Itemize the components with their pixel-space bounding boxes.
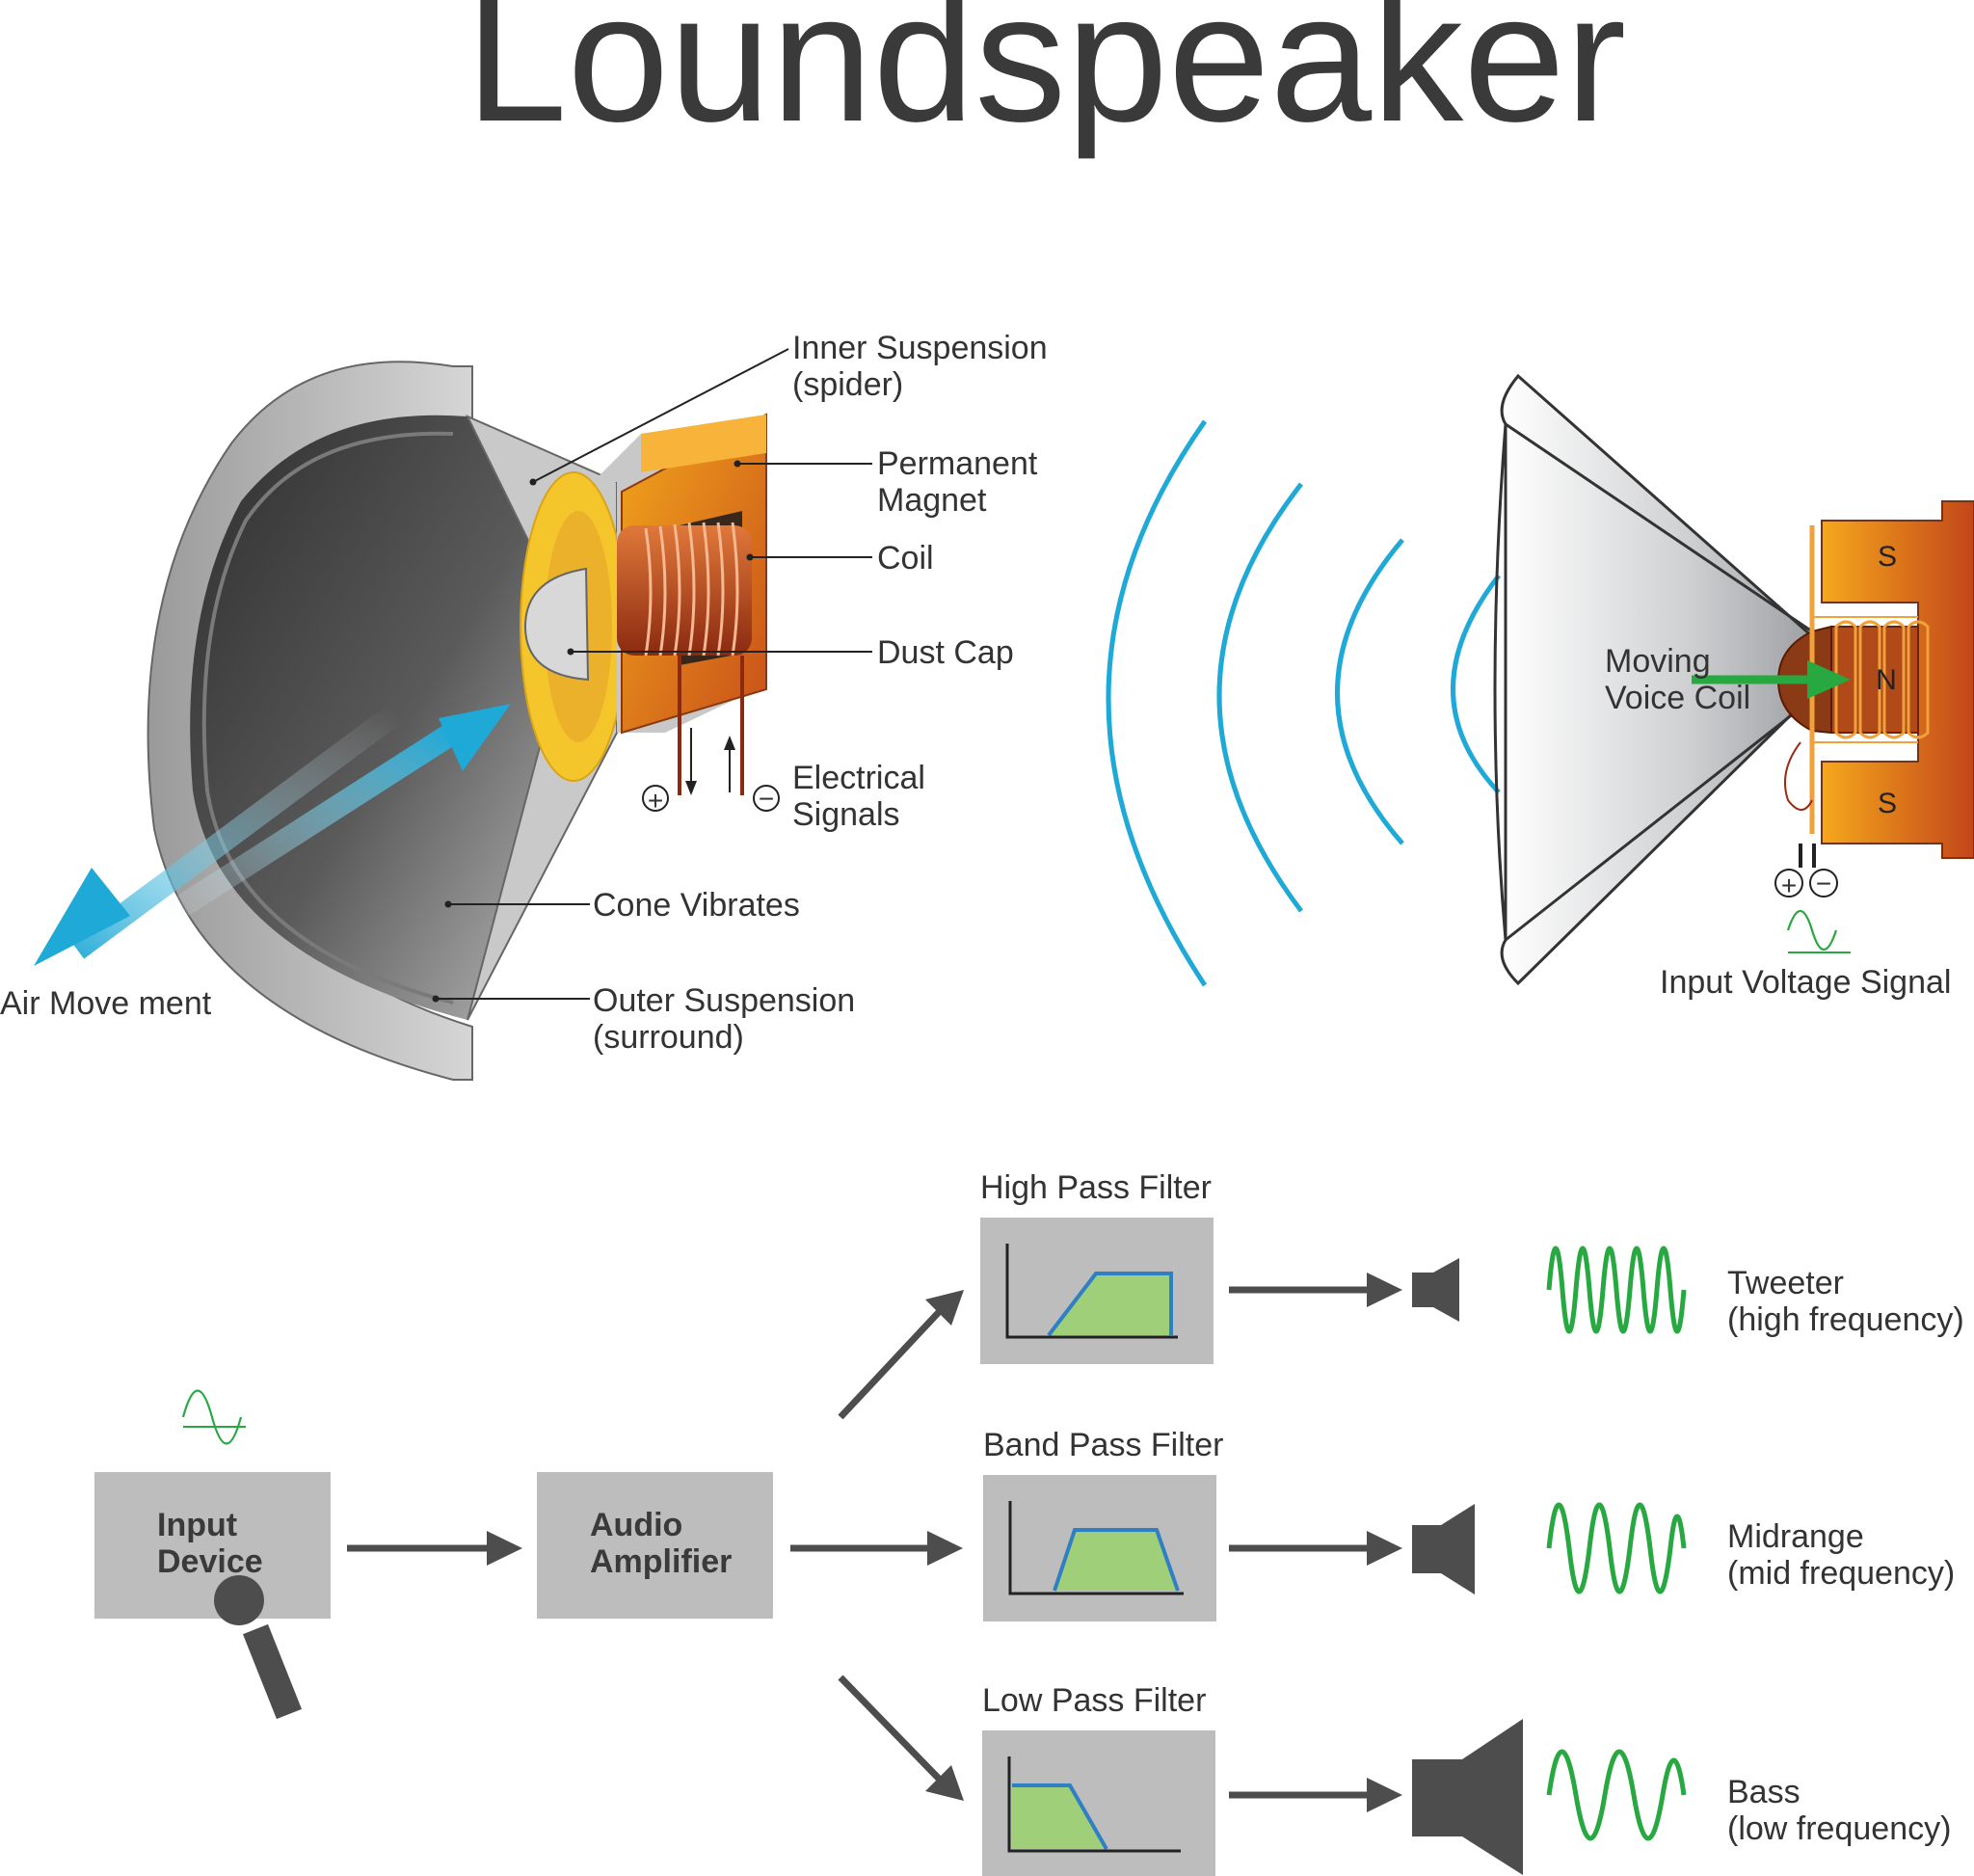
label-tweeter: Tweeter(high frequency) (1727, 1265, 1964, 1338)
low-frequency-wave-icon (1546, 1749, 1687, 1841)
label-midrange: Midrange(mid frequency) (1727, 1518, 1955, 1592)
speaker-cutaway-illustration (34, 361, 767, 1081)
input-voltage-signal-icon (1786, 910, 1851, 953)
label-input-voltage-signal: Input Voltage Signal (1660, 964, 1951, 1001)
label-inner-suspension: Inner Suspension(spider) (792, 330, 1048, 403)
input-device-box (94, 1472, 331, 1619)
callout-leaders (432, 348, 872, 1003)
label-cone-vibrates: Cone Vibrates (593, 887, 800, 924)
svg-text:−: − (759, 784, 774, 814)
label-dust-cap: Dust Cap (877, 634, 1014, 671)
input-device-signal-icon (181, 1389, 246, 1445)
label-bass: Bass(low frequency) (1727, 1774, 1951, 1847)
mid-frequency-wave-icon (1546, 1502, 1687, 1595)
high-pass-filter-box (980, 1218, 1214, 1364)
driver-cross-section (1493, 373, 1974, 986)
audio-amplifier-box (537, 1472, 773, 1619)
midrange-speaker-icon (1412, 1504, 1475, 1595)
low-pass-filter-box (982, 1730, 1215, 1876)
plus-terminal-icon: + (642, 785, 669, 816)
microphone-icon (214, 1575, 303, 1720)
sound-waves (1106, 419, 1501, 987)
tweeter-speaker-icon (1412, 1258, 1459, 1322)
driver-minus-terminal-icon: − (1809, 869, 1838, 898)
north-pole-label: N (1876, 664, 1897, 696)
svg-text:+: + (1781, 871, 1797, 900)
label-air-movement: Air Move ment (0, 985, 212, 1022)
driver-plus-terminal-icon: + (1774, 869, 1803, 900)
svg-text:−: − (1816, 869, 1831, 898)
label-high-pass-filter: High Pass Filter (980, 1169, 1212, 1206)
south-pole-top-label: S (1878, 541, 1897, 573)
band-pass-filter-box (983, 1475, 1216, 1621)
label-band-pass-filter: Band Pass Filter (983, 1427, 1223, 1463)
label-low-pass-filter: Low Pass Filter (982, 1682, 1206, 1719)
high-frequency-wave-icon (1546, 1246, 1687, 1334)
svg-text:+: + (648, 786, 663, 816)
flow-arrows (347, 1273, 1402, 1812)
bass-speaker-icon (1412, 1719, 1523, 1875)
page-title: Loundspeaker (466, 0, 1626, 160)
label-outer-suspension: Outer Suspension(surround) (593, 982, 855, 1056)
minus-terminal-icon: − (753, 784, 780, 814)
south-pole-bottom-label: S (1878, 788, 1897, 819)
label-coil: Coil (877, 540, 934, 576)
